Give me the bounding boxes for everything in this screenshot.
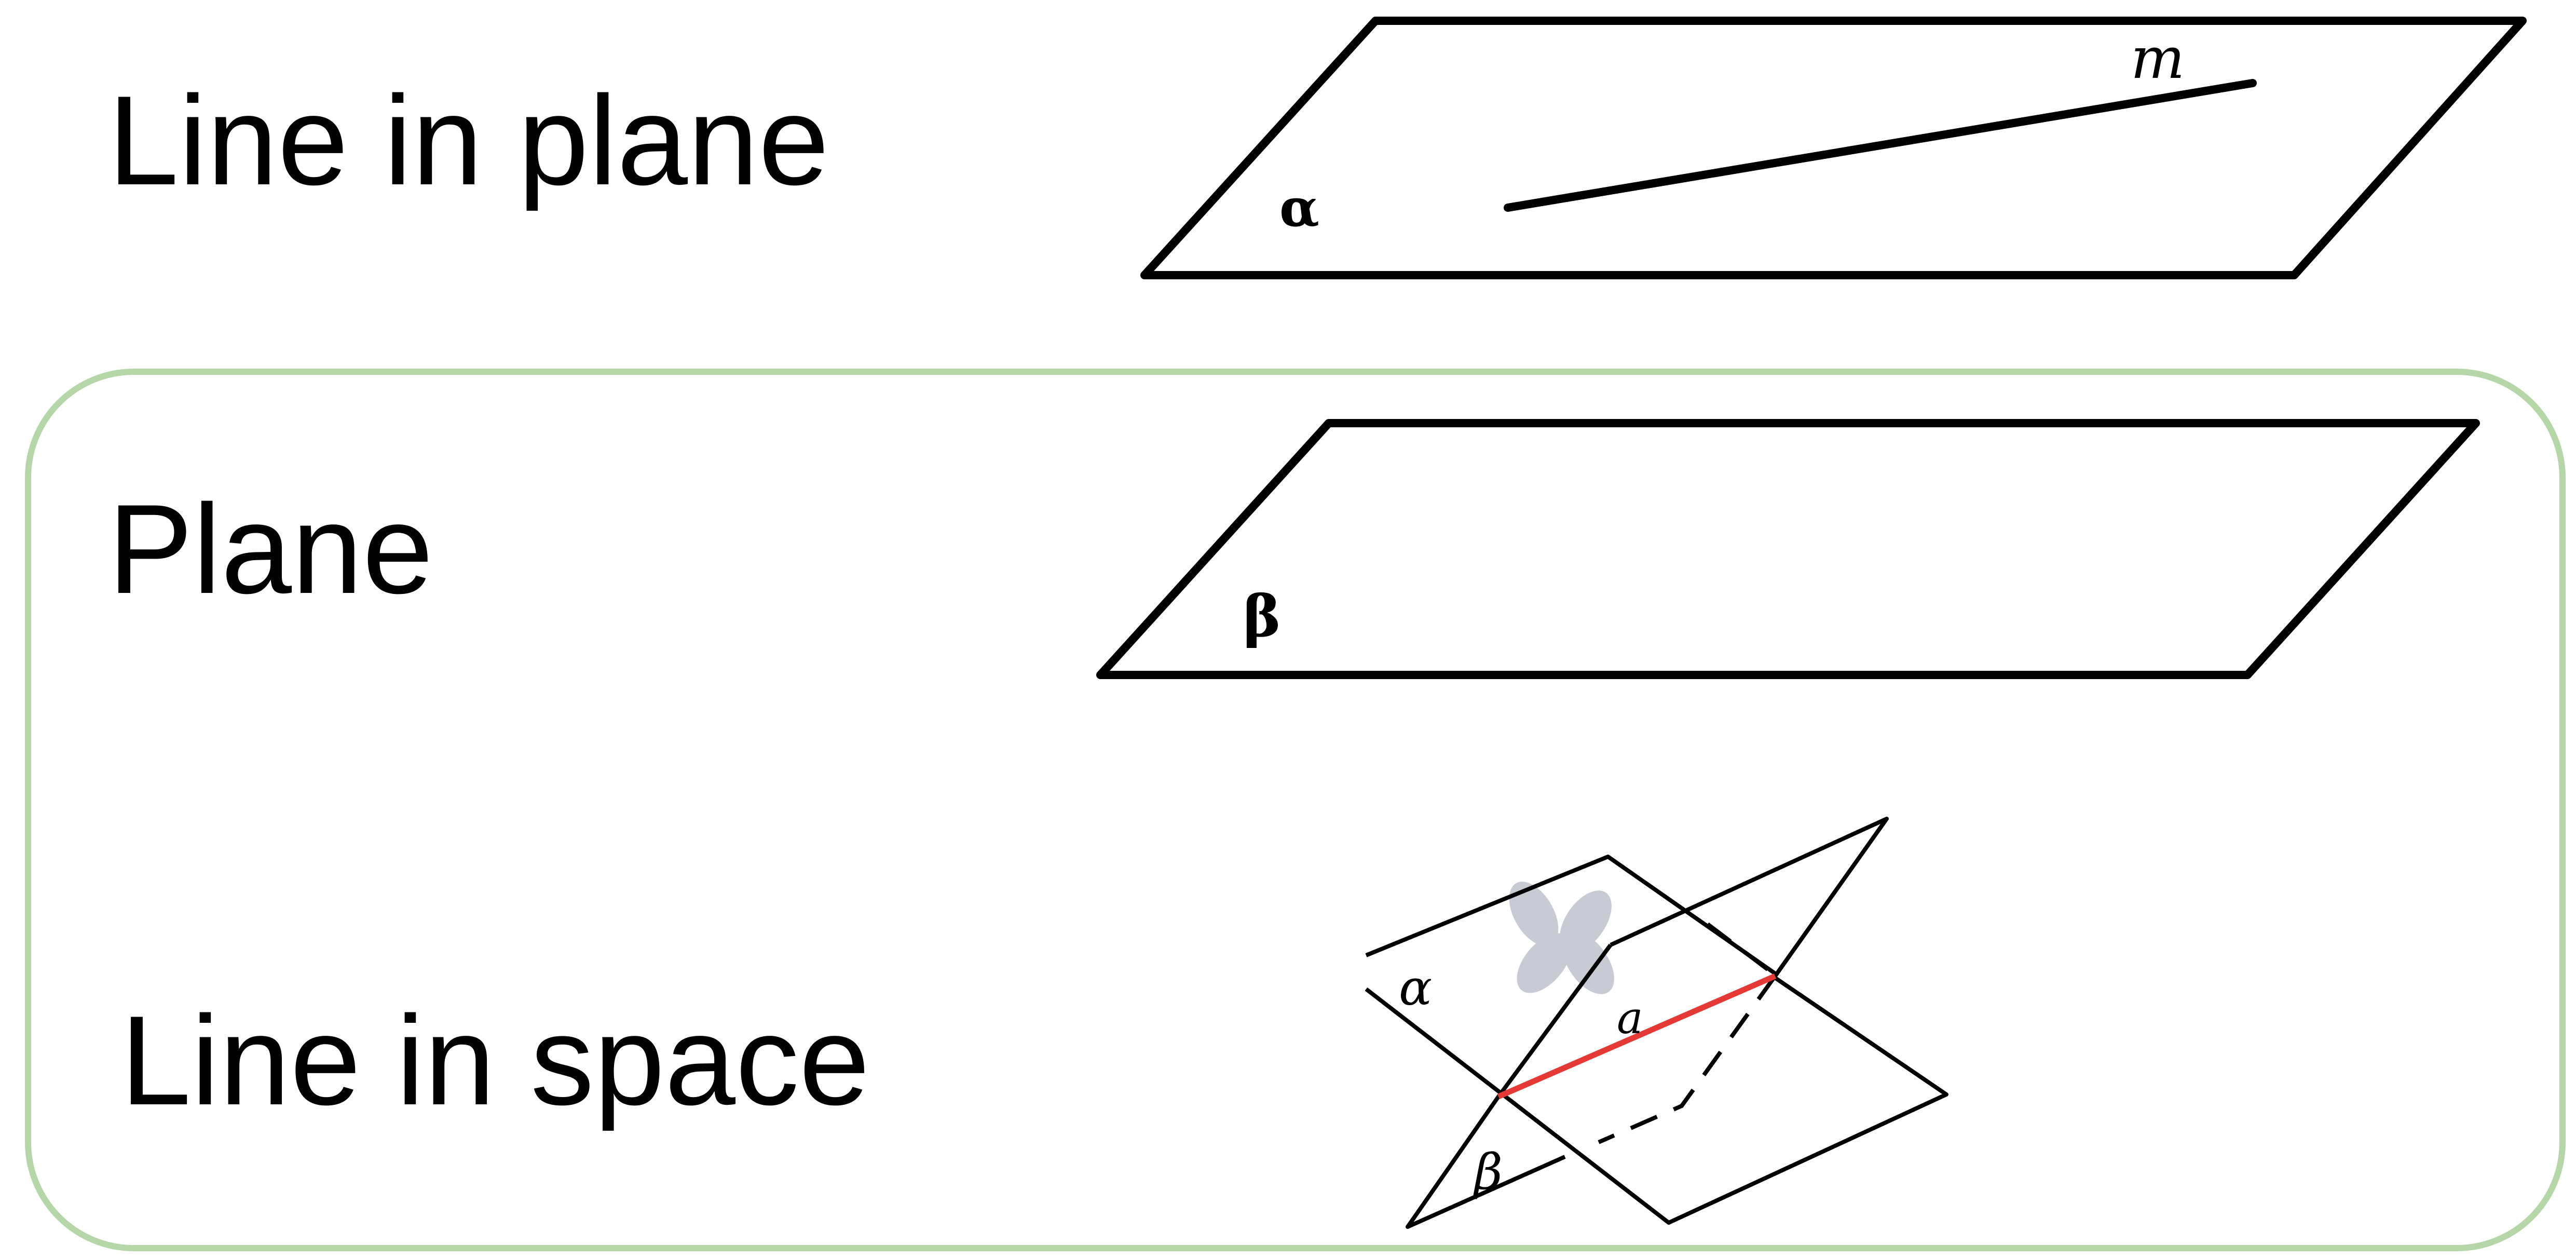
figure-line-in-plane: α m	[1140, 17, 2527, 279]
plane-beta	[1096, 419, 2480, 679]
plane-beta-label-3d: β	[1473, 1144, 1503, 1201]
plane-beta-outline-lower	[1406, 1095, 1566, 1229]
plane-alpha-outline-front	[1365, 974, 1948, 1225]
line-m	[1504, 79, 2257, 212]
figure-line-in-space: α β a	[1365, 817, 1948, 1229]
plane-beta-label: β	[1243, 583, 1281, 650]
group-frame	[25, 369, 2566, 1251]
watermark-flower-icon	[1509, 882, 1614, 994]
plane-alpha	[1140, 17, 2527, 279]
hidden-edge-dashed	[1598, 975, 1777, 1144]
line-m-label: m	[2131, 25, 2185, 91]
intersection-line-a	[1497, 973, 1777, 1100]
label-plane: Plane	[108, 478, 433, 620]
plane-alpha-label: α	[1279, 177, 1319, 238]
label-line-in-plane: Line in plane	[108, 69, 829, 211]
plane-beta-edge	[1496, 943, 1613, 1098]
plane-beta-outline	[1610, 817, 1889, 978]
hidden-edge-top-dashed	[1706, 922, 1777, 977]
label-line-in-space: Line in space	[120, 989, 870, 1131]
figure-plane: β	[1096, 419, 2480, 679]
plane-alpha-label-3d: α	[1399, 959, 1432, 1017]
line-a-label: a	[1617, 993, 1643, 1044]
